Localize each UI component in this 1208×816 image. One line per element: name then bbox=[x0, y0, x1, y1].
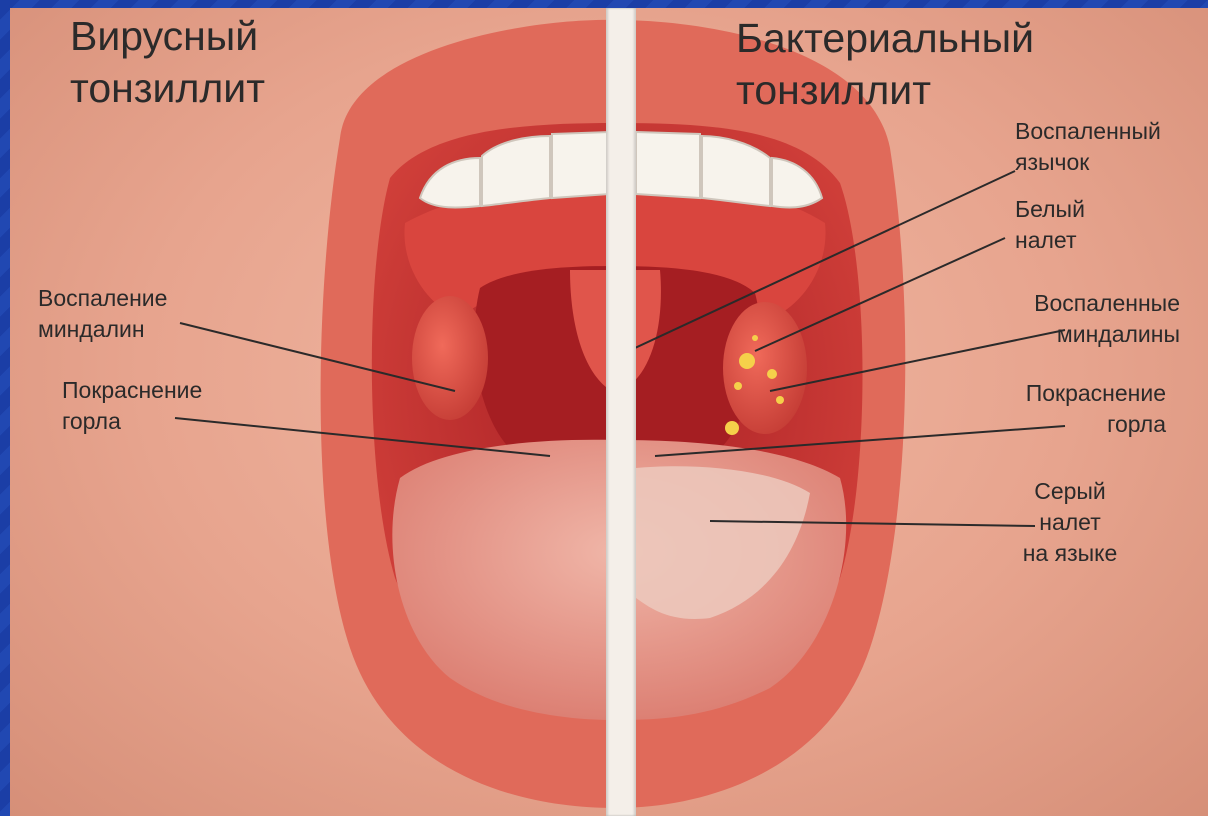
label-line: миндалины bbox=[980, 319, 1180, 350]
label-line: Серый bbox=[1000, 476, 1140, 507]
label-throat-redness-right: Покраснение горла bbox=[970, 378, 1166, 440]
label-line: налет bbox=[1015, 225, 1085, 256]
right-tonsil bbox=[723, 302, 807, 434]
label-line: налет bbox=[1000, 507, 1140, 538]
label-grey-tongue-coating: Серый налет на языке bbox=[1000, 476, 1140, 569]
left-title-line2: тонзиллит bbox=[70, 62, 265, 114]
label-line: Воспаленный bbox=[1015, 116, 1161, 147]
label-tonsil-inflammation: Воспаление миндалин bbox=[38, 283, 167, 345]
label-line: горла bbox=[970, 409, 1166, 440]
right-title-line2: тонзиллит bbox=[736, 64, 1034, 116]
label-line: Покраснение bbox=[970, 378, 1166, 409]
label-line: миндалин bbox=[38, 314, 167, 345]
label-line: на языке bbox=[1000, 538, 1140, 569]
label-line: горла bbox=[62, 406, 202, 437]
right-title: Бактериальный тонзиллит bbox=[736, 12, 1034, 116]
illustration-panel: Вирусный тонзиллит Бактериальный тонзилл… bbox=[10, 8, 1208, 816]
label-line: Покраснение bbox=[62, 375, 202, 406]
label-white-coating: Белый налет bbox=[1015, 194, 1085, 256]
label-throat-redness-left: Покраснение горла bbox=[62, 375, 202, 437]
left-tonsil bbox=[412, 296, 488, 420]
label-line: язычок bbox=[1015, 147, 1161, 178]
left-title: Вирусный тонзиллит bbox=[70, 10, 265, 114]
right-title-line1: Бактериальный bbox=[736, 12, 1034, 64]
label-line: Воспаленные bbox=[980, 288, 1180, 319]
label-line: Белый bbox=[1015, 194, 1085, 225]
label-inflamed-uvula: Воспаленный язычок bbox=[1015, 116, 1161, 178]
center-divider bbox=[606, 8, 636, 816]
label-line: Воспаление bbox=[38, 283, 167, 314]
left-title-line1: Вирусный bbox=[70, 10, 265, 62]
label-inflamed-tonsils: Воспаленные миндалины bbox=[980, 288, 1180, 350]
